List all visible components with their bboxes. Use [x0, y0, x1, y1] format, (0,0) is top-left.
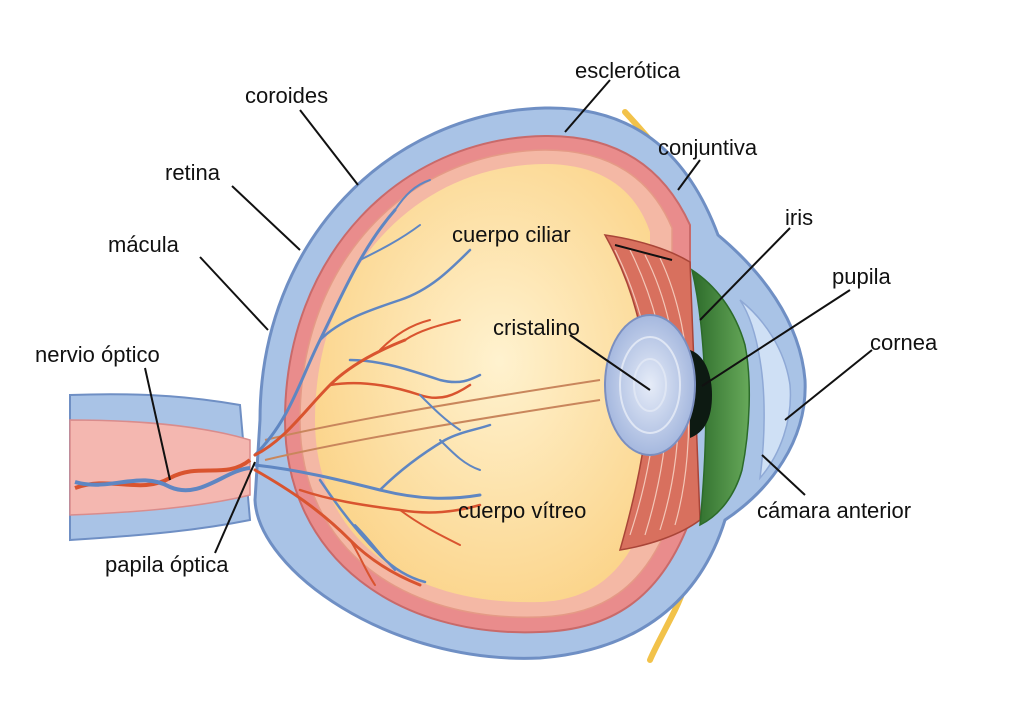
leader-retina — [231, 185, 301, 251]
label-retina: retina — [165, 160, 221, 185]
label-nervio-optico: nervio óptico — [35, 342, 160, 367]
label-conjuntiva: conjuntiva — [658, 135, 758, 160]
label-coroides: coroides — [245, 83, 328, 108]
leader-esclerotica — [564, 79, 611, 133]
central-vein — [74, 466, 251, 493]
lens-ring-2 — [633, 358, 667, 412]
label-cornea: cornea — [870, 330, 938, 355]
hyaloid-line-upper — [264, 379, 601, 441]
label-pupila: pupila — [832, 264, 891, 289]
leader-pupila — [701, 289, 851, 387]
label-iris: iris — [785, 205, 813, 230]
label-cuerpo-vitreo: cuerpo vítreo — [458, 498, 586, 523]
label-cristalino: cristalino — [493, 315, 580, 340]
pupil — [690, 350, 712, 438]
leader-cristalino — [569, 334, 651, 391]
label-esclerotica: esclerótica — [575, 58, 681, 83]
anterior-chamber — [739, 299, 792, 481]
leader-conjuntiva — [677, 159, 701, 191]
leader-coroides — [299, 109, 359, 186]
retinal-vessels-upper — [253, 179, 482, 457]
leader-nervio-optico — [144, 367, 171, 481]
leader-macula — [199, 256, 269, 331]
label-camara-anterior: cámara anterior — [757, 498, 911, 523]
lens — [604, 314, 696, 456]
label-papila-optica: papila óptica — [105, 552, 229, 577]
leader-camara-anterior — [761, 454, 806, 496]
leader-cuerpo-ciliar — [614, 244, 673, 261]
retinal-vessels-lower — [253, 423, 492, 587]
leader-papila-optica — [214, 461, 256, 554]
optic-nerve — [69, 419, 251, 516]
leader-cornea — [784, 349, 873, 421]
label-macula: mácula — [108, 232, 180, 257]
hyaloid-line-lower — [264, 399, 601, 461]
leader-iris — [699, 227, 791, 321]
lens-ring-1 — [619, 336, 681, 434]
label-cuerpo-ciliar: cuerpo ciliar — [452, 222, 571, 247]
